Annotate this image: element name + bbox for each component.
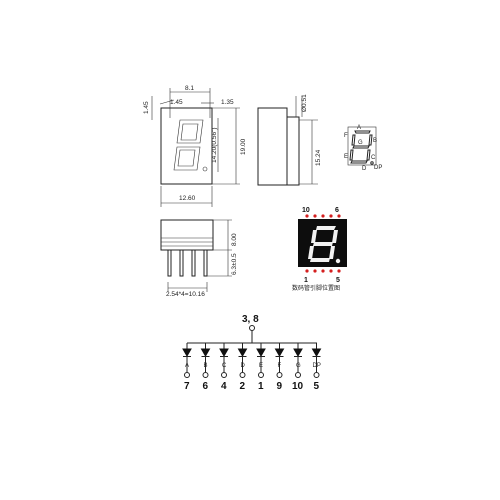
dim-side-height: 15.24 [315,149,322,166]
display-pin-10: 10 [302,207,310,214]
front-view: 8.1 1.45 1.35 1.45 14.20(0.56") 19.00 12… [143,85,247,207]
dim-width: 12.60 [179,195,196,202]
seg-label-c: C [371,155,376,161]
segment-label-b: B [204,363,208,369]
display-bottom-pin-dots [305,269,341,273]
pin-terminal-g [295,372,301,378]
pin-terminal-e [258,372,264,378]
diode-a [182,348,192,358]
seg-label-b: B [373,138,377,144]
dim-top-width: 8.1 [185,85,194,92]
pin-number-e: 1 [258,381,264,392]
bottom-body-outline [160,219,214,251]
dim-top-right: 1.35 [221,99,234,106]
diode-dp [311,348,322,358]
pin-terminal-f [276,372,283,378]
dim-left-small: 1.45 [143,101,150,114]
display-pin-1: 1 [304,277,308,284]
dim-height: 19.00 [240,138,247,155]
side-body-outline [257,107,288,186]
diode-b [200,348,211,358]
segment-label-d: D [241,363,246,369]
seg-label-g: G [358,140,363,146]
pin-terminal-dp [313,372,320,378]
dim-pin-length: 6.3±0.5 [231,253,238,275]
pin-number-a: 7 [184,381,190,392]
pin-number-g: 10 [292,381,304,392]
dim-top-left-small: 1.45 [170,99,183,106]
front-digit-outline [173,119,208,172]
pin-number-d: 2 [240,381,246,392]
segment-label-f: F [278,363,282,369]
diode-e [256,348,266,358]
display-pin-6: 6 [335,207,339,214]
display-pin-5: 5 [336,277,340,284]
seg-label-d: D [362,166,367,172]
diode-d [237,348,248,358]
pin-terminal-c [221,372,227,378]
front-body-outline [160,107,213,185]
segment-map: A B C D E F G DP [344,125,382,172]
side-view: 15.24 Ø0.51 [257,94,322,186]
segment-label-g: G [296,363,301,369]
common-pin-label: 3, 8 [242,314,259,325]
display-digit [308,226,341,264]
pin-number-c: 4 [221,381,227,392]
diode-g [293,348,303,358]
circuit-diagram: 3, 8 A 7 B 6 C 4 D 2 E 1 F 9 G 10 DP 5 [182,314,322,392]
segment-map-outline [347,126,377,166]
display-top-pin-dots [305,214,341,218]
segment-label-e: E [259,363,263,369]
seg-label-f: F [344,133,348,139]
bottom-pins [167,249,208,277]
segment-label-dp: DP [313,363,321,369]
diode-array: A 7 B 6 C 4 D 2 E 1 F 9 G 10 DP 5 [182,343,322,392]
seg-label-dp: DP [374,165,382,171]
pin-number-b: 6 [203,381,209,392]
display-caption: 数码管引脚位置图 [292,284,340,292]
pin-number-dp: 5 [314,381,320,392]
common-terminal [249,325,255,331]
pin-terminal-a [184,372,190,378]
dim-pitch: 2.54*4=10.16 [166,291,205,298]
diode-f [274,348,285,358]
seg-label-a: A [357,125,361,131]
side-pin-block [286,116,300,186]
pin-number-f: 9 [277,381,283,392]
display-photo: 10 6 1 5 数码管引脚位置图 [292,207,347,292]
dim-seg-height: 14.20(0.56") [211,127,218,163]
bottom-view: 8.00 6.3±0.5 2.54*4=10.16 [160,219,238,298]
pin-terminal-b [202,372,209,378]
dim-bottom-height: 8.00 [231,233,238,246]
pin-terminal-d [239,372,246,378]
segment-label-c: C [222,363,227,369]
dim-dot: Ø0.51 [301,94,308,112]
segment-label-a: A [185,363,189,369]
seg-label-e: E [344,154,348,160]
diode-c [219,348,229,358]
